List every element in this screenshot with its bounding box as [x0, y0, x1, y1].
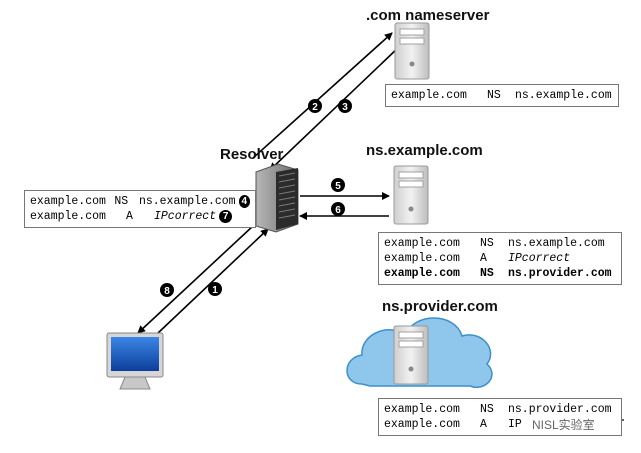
step-badge-3: 3: [338, 99, 352, 113]
record-value: ns.example.com: [138, 195, 236, 208]
record-value: ns.provider.com: [508, 267, 612, 280]
arrow-step-8: [137, 225, 254, 334]
record-value: IPcorrect: [154, 210, 217, 223]
client-monitor-icon: [106, 332, 164, 390]
ns-example-label: ns.example.com: [366, 142, 483, 159]
record-name: example.com: [384, 418, 460, 431]
record-type: A: [126, 210, 133, 223]
step-badge-2: 2: [308, 99, 322, 113]
arrow-step-3: [269, 45, 401, 171]
record-value: ns.provider.com: [508, 403, 612, 416]
record-name: example.com: [30, 195, 106, 208]
record-value: IPcorrect: [508, 252, 571, 265]
ns-provider-record-box: example.com NS ns.provider.com example.com…: [378, 398, 622, 436]
record-name: example.com: [384, 403, 460, 416]
record-row: example.com NS ns.provider.com: [384, 266, 616, 281]
record-type: A: [480, 252, 487, 265]
step-badge-4: 4: [238, 195, 250, 208]
record-type: NS: [480, 267, 494, 280]
com-nameserver-label: .com nameserver: [366, 7, 490, 24]
record-name: example.com: [30, 210, 106, 223]
record-type: NS: [114, 195, 129, 208]
watermark-text: NISL实验室: [532, 418, 595, 432]
record-value: IP: [508, 418, 522, 431]
svg-text:6: 6: [335, 205, 341, 216]
arrow-step-1: [157, 228, 269, 334]
ns-provider-label: ns.provider.com: [382, 298, 498, 315]
record-row: example.com NS ns.example.com: [384, 236, 616, 251]
record-name: example.com: [384, 267, 460, 280]
com-nameserver-icon: [394, 22, 430, 80]
ns-provider-server-icon: [393, 325, 429, 385]
com-nameserver-record-box: example.com NS ns.example.com: [385, 84, 619, 107]
record-row: example.com NS ns.example.com: [391, 88, 613, 103]
step-badge-8: 8: [160, 283, 174, 297]
record-type: A: [480, 418, 487, 431]
record-type: NS: [480, 403, 494, 416]
step-badge-7: 7: [219, 210, 233, 223]
resolver-server-icon: [255, 163, 299, 233]
step-badge-6: 6: [331, 202, 345, 216]
step-badge-1: 1: [208, 282, 222, 296]
svg-text:2: 2: [312, 102, 318, 113]
arrow-step-2: [252, 32, 393, 159]
record-name: example.com: [384, 252, 460, 265]
svg-text:8: 8: [164, 286, 170, 297]
record-type: NS: [480, 237, 494, 250]
resolver-label: Resolver: [220, 146, 284, 163]
record-name: example.com: [391, 89, 467, 102]
svg-text:3: 3: [342, 102, 348, 113]
record-type: NS: [487, 89, 501, 102]
record-value: ns.example.com: [515, 89, 612, 102]
record-row: example.com NS ns.provider.com: [384, 402, 616, 417]
svg-text:5: 5: [335, 181, 341, 192]
record-row: example.com A IP: [384, 417, 616, 432]
svg-text:1: 1: [212, 285, 218, 296]
record-name: example.com: [384, 237, 460, 250]
ns-example-server-icon: [393, 165, 429, 225]
record-row: example.com A IPcorrect: [384, 251, 616, 266]
step-badge-5: 5: [331, 178, 345, 192]
record-value: ns.example.com: [508, 237, 605, 250]
